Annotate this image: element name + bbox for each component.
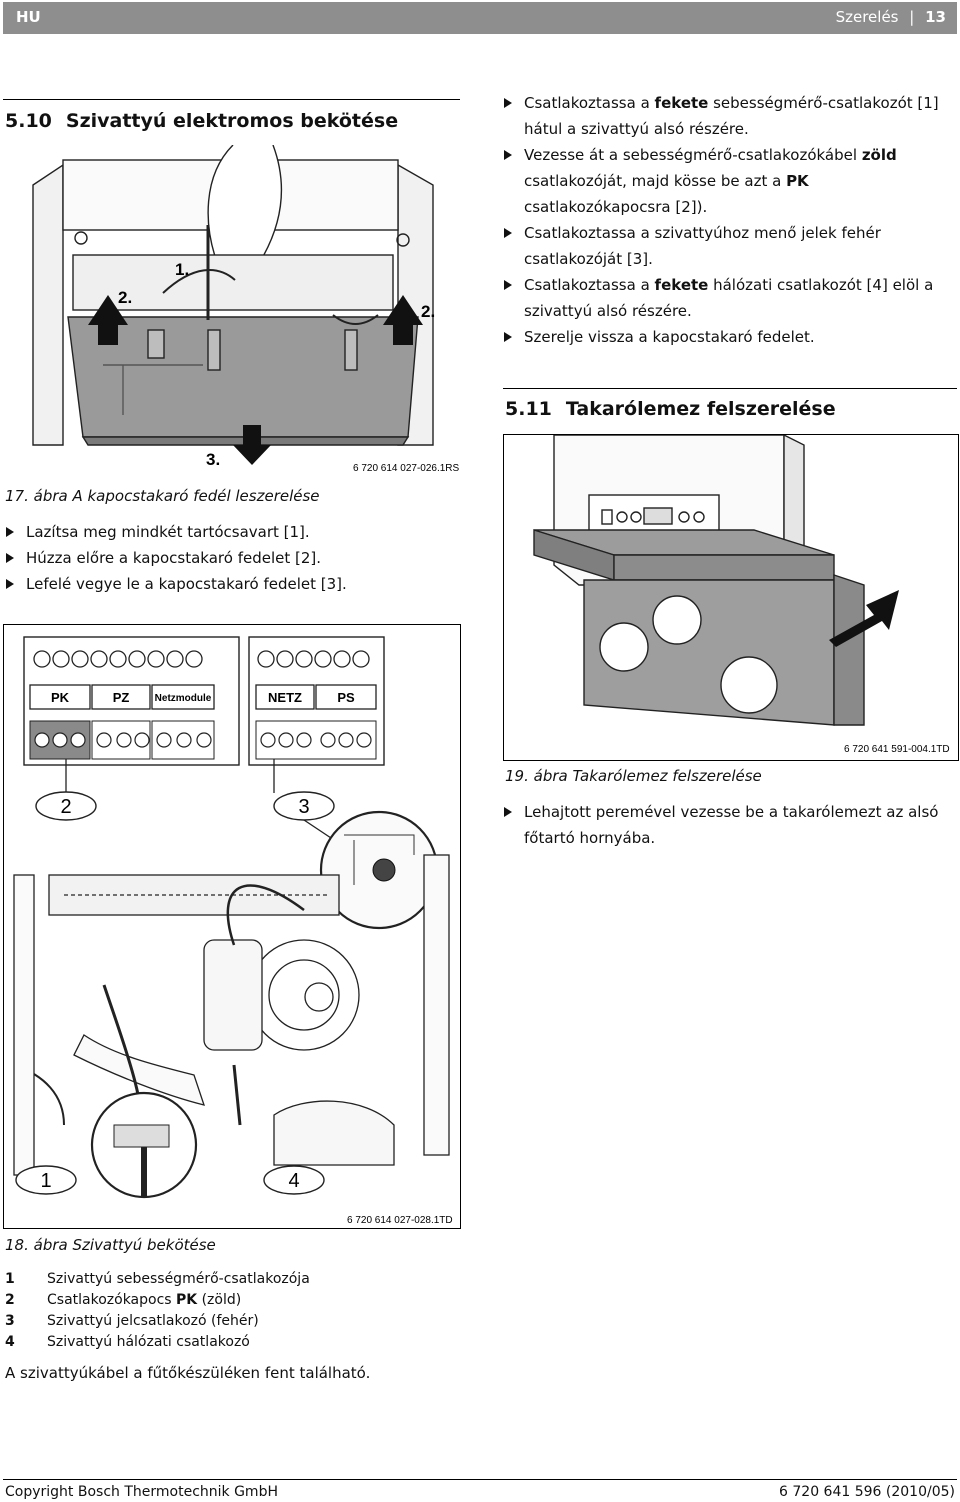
figure-code-17: 6 720 614 027-026.1RS [353, 463, 459, 474]
section-number: 5.11 [505, 398, 552, 420]
step-item: Vezesse át a sebességmérő-csatlakozókábe… [503, 142, 955, 220]
step-item: Húzza előre a kapocstakaró fedelet [2]. [5, 545, 455, 571]
terminal-label-netzmodule: Netzmodule [155, 693, 212, 704]
figure-code-18: 6 720 614 027-028.1TD [347, 1215, 453, 1226]
page-number: 13 [925, 8, 946, 26]
step-label-2b: 2. [421, 302, 435, 321]
step-item: Csatlakoztassa a szivattyúhoz menő jelek… [503, 220, 955, 272]
header-section: Szerelés | 13 [835, 8, 946, 26]
step-item: Csatlakoztassa a fekete hálózati csatlak… [503, 272, 955, 324]
figure-17-caption: 17. ábra A kapocstakaró fedél leszerelés… [5, 487, 320, 505]
callout-3: 3 [298, 796, 309, 818]
section-rule [503, 388, 957, 389]
language-code: HU [16, 8, 41, 26]
connection-steps: Csatlakoztassa a fekete sebességmérő-csa… [503, 90, 955, 350]
step-label-2a: 2. [118, 288, 132, 307]
section-rule [3, 99, 460, 100]
footer-rule [3, 1479, 957, 1480]
figure-19: 6 720 641 591-004.1TD [503, 434, 959, 761]
terminal-label-netz: NETZ [268, 690, 302, 705]
step-item: Szerelje vissza a kapocstakaró fedelet. [503, 324, 955, 350]
figure-18: PK PZ Netzmodule NETZ PS 2 3 [3, 624, 461, 1229]
step-label-3: 3. [206, 450, 220, 469]
section-title: Takarólemez felszerelése [565, 398, 836, 420]
pump-wiring-illustration: PK PZ Netzmodule NETZ PS 2 3 [13, 636, 453, 1226]
callout-4: 4 [288, 1170, 299, 1192]
section-title: Szivattyú elektromos bekötése [65, 110, 399, 132]
section-name: Szerelés [835, 8, 899, 26]
callout-2: 2 [60, 796, 71, 818]
section-heading-5-11: 5.11 Takarólemez felszerelése [505, 398, 836, 420]
removal-steps: Lazítsa meg mindkét tartócsavart [1]. Hú… [5, 519, 455, 597]
callout-1: 1 [40, 1170, 51, 1192]
terminal-label-pz: PZ [113, 690, 130, 705]
figure-code-19: 6 720 641 591-004.1TD [844, 744, 950, 755]
figure-17: 1. 2. 2. 3. 6 720 614 027-026.1RS [3, 145, 459, 475]
terminal-label-pk: PK [51, 690, 70, 705]
document-number: 6 720 641 596 (2010/05) [779, 1484, 955, 1500]
figure-19-caption: 19. ábra Takarólemez felszerelése [505, 767, 762, 785]
step-item: Lefelé vegye le a kapocstakaró fedelet [… [5, 571, 455, 597]
section-heading-5-10: 5.10 Szivattyú elektromos bekötése [5, 110, 398, 132]
terminal-label-ps: PS [337, 690, 355, 705]
terminal-cover-illustration: 1. 2. 2. 3. 6 720 614 027-026.1RS [32, 145, 459, 474]
cover-plate-illustration: 6 720 641 591-004.1TD [533, 435, 950, 755]
step-item: Lazítsa meg mindkét tartócsavart [1]. [5, 519, 455, 545]
step-item: Csatlakoztassa a fekete sebességmérő-csa… [503, 90, 955, 142]
note-text: A szivattyúkábel a fűtőkészüléken fent t… [5, 1364, 371, 1382]
section-number: 5.10 [5, 110, 52, 132]
header-bar [3, 2, 957, 34]
cover-plate-steps: Lehajtott peremével vezesse be a takaról… [503, 799, 955, 851]
figure-18-caption: 18. ábra Szivattyú bekötése [5, 1236, 216, 1254]
step-label-1: 1. [175, 260, 189, 279]
step-item: Lehajtott peremével vezesse be a takaról… [503, 799, 955, 851]
copyright: Copyright Bosch Thermotechnik GmbH [5, 1484, 278, 1500]
